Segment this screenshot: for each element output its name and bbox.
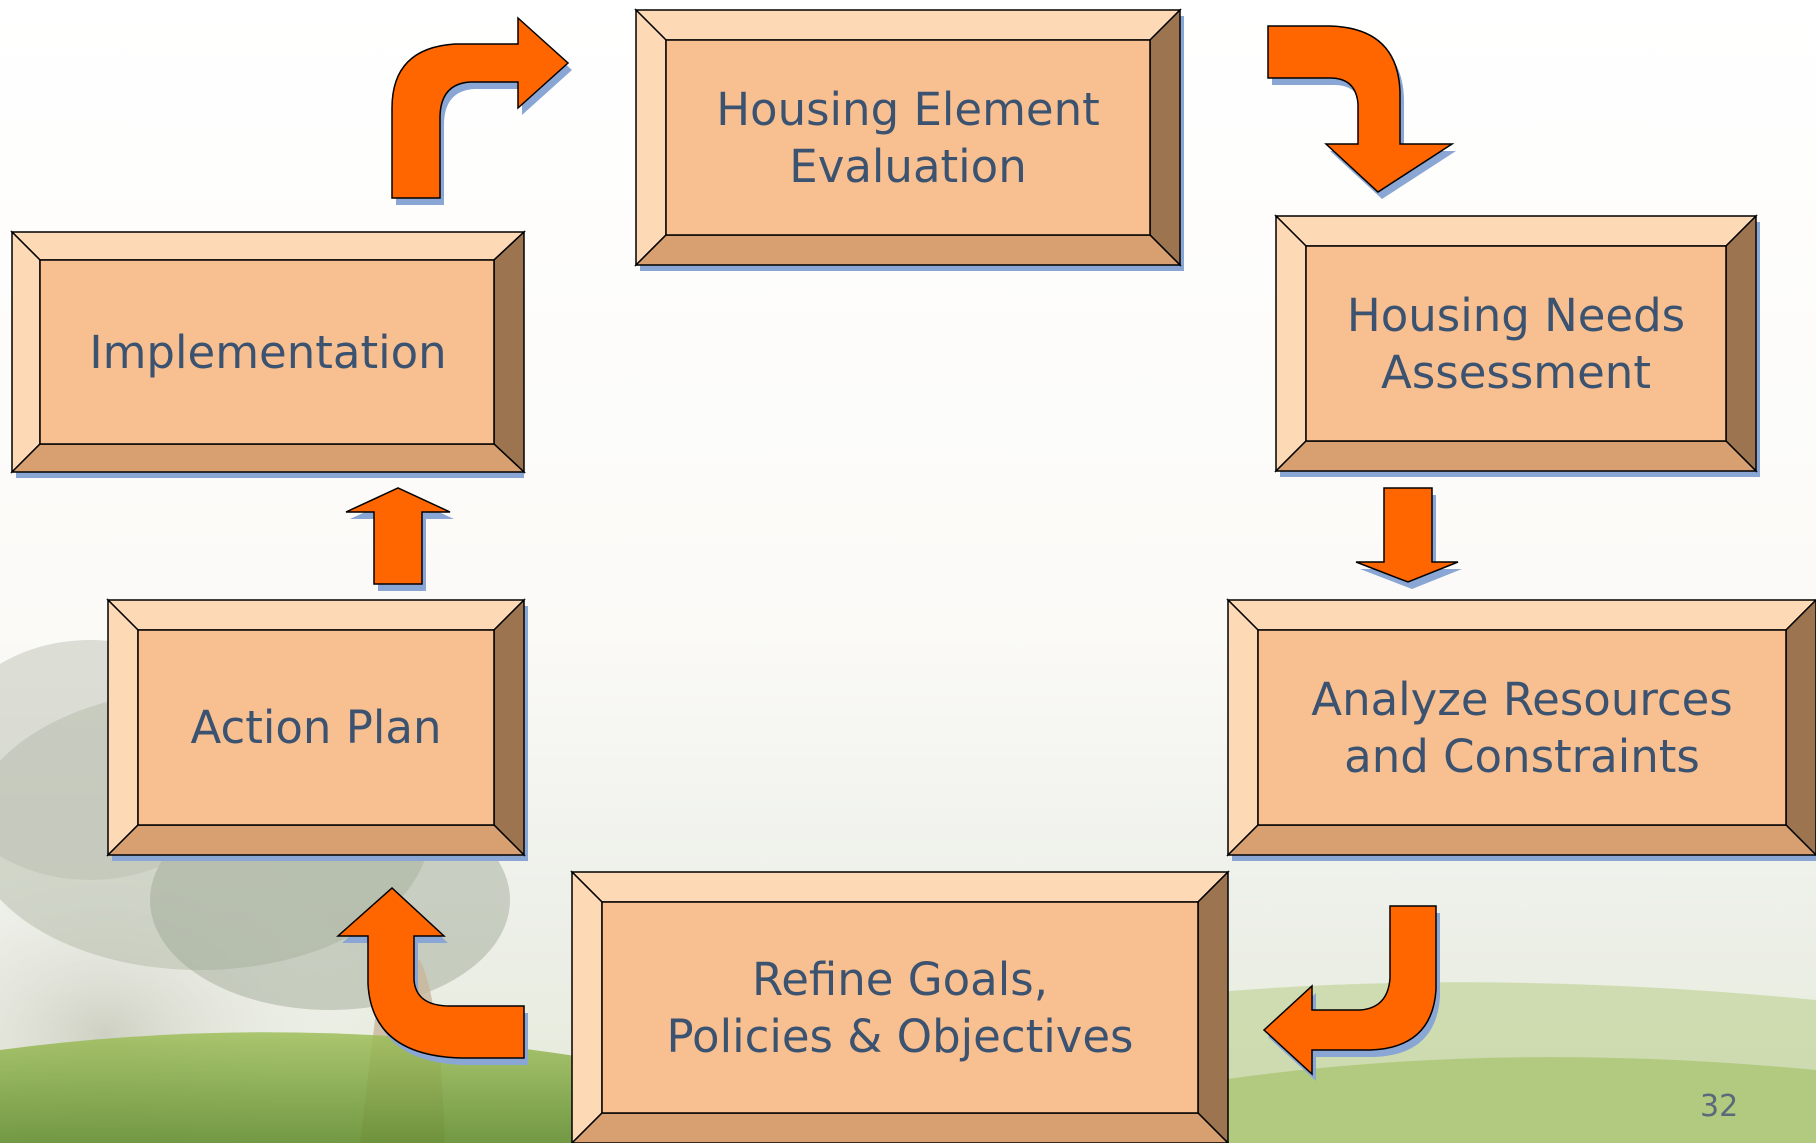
bevel-frame [1274, 214, 1760, 477]
step-action-plan: Action Plan [106, 598, 528, 861]
bevel-frame [634, 8, 1184, 271]
bevel-frame [570, 870, 1230, 1143]
step-housing-element-evaluation: Housing Element Evaluation [634, 8, 1184, 271]
step-label-line1: Housing Needs [1346, 288, 1686, 342]
step-label-line2: Evaluation [789, 139, 1027, 193]
step-analyze-resources-constraints: Analyze Resources and Constraints [1226, 598, 1816, 861]
page-number: 32 [1700, 1089, 1739, 1124]
step-label-line2: Policies & Objectives [666, 1009, 1134, 1063]
step-housing-needs-assessment: Housing Needs Assessment [1274, 214, 1760, 477]
step-label-line1: Housing Element [716, 82, 1100, 136]
step-label-line1: Implementation [89, 325, 447, 379]
step-label-line1: Analyze Resources [1311, 672, 1733, 726]
step-label-line1: Action Plan [190, 701, 442, 754]
step-label-line1: Refine Goals, [751, 952, 1048, 1006]
step-implementation: Implementation [10, 230, 526, 478]
step-label-line2: Assessment [1381, 345, 1651, 399]
bevel-frame [1226, 598, 1816, 861]
step-label-line2: and Constraints [1344, 729, 1700, 783]
bevel-frame [106, 598, 528, 861]
step-refine-goals-policies-objectives: Refine Goals, Policies & Objectives [570, 870, 1230, 1143]
bevel-frame [10, 230, 526, 478]
